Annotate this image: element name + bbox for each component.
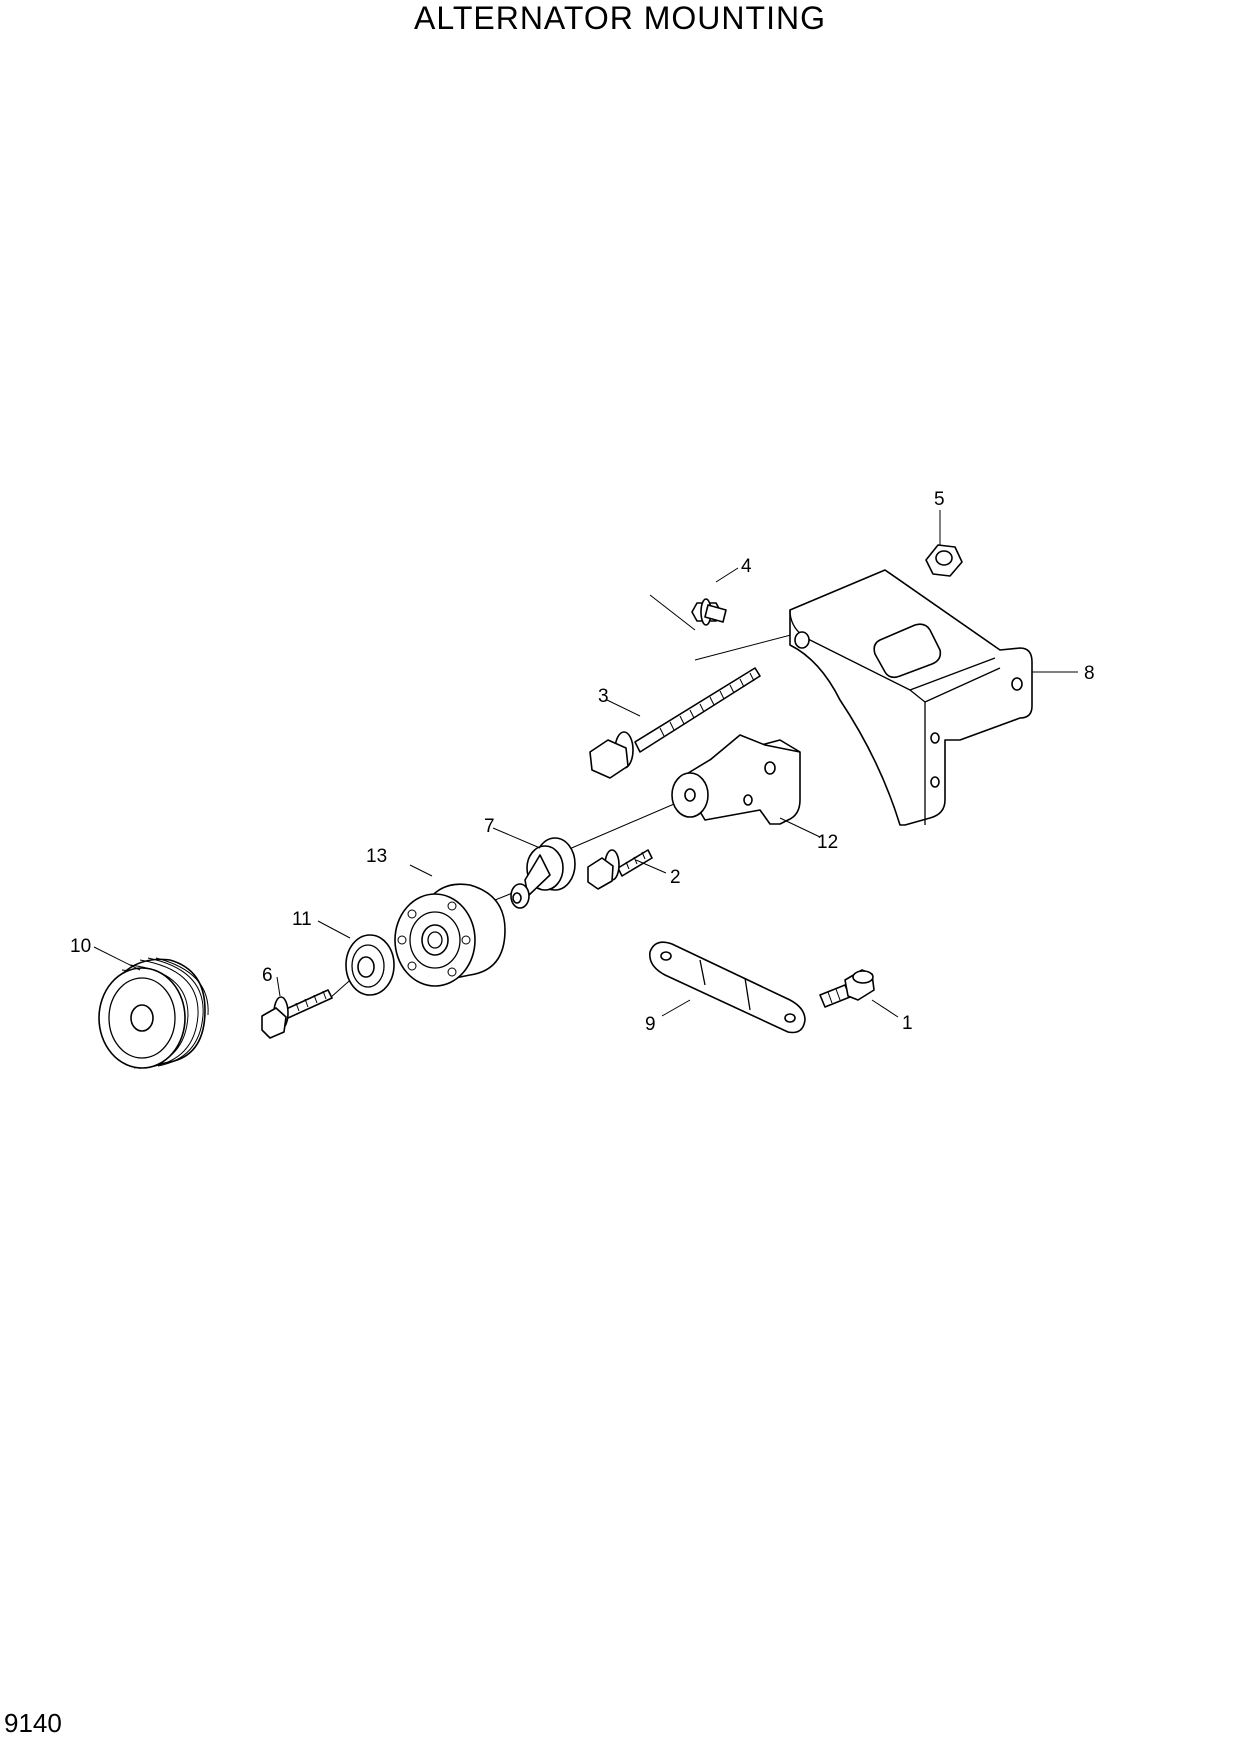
callout-4: 4 <box>741 556 752 577</box>
part-8-mounting-bracket <box>789 569 1033 826</box>
part-6-flange-bolt <box>261 989 333 1039</box>
part-9-adjusting-link <box>648 941 806 1034</box>
part-2-bolt <box>587 849 653 890</box>
callout-labels: 5 4 8 3 12 7 13 2 11 10 6 9 1 <box>70 489 1095 1035</box>
callout-1: 1 <box>902 1013 913 1034</box>
part-7-spacer <box>510 837 576 909</box>
page-number: 9140 <box>4 1708 62 1738</box>
callout-10: 10 <box>70 936 91 957</box>
part-11-washer <box>345 934 395 996</box>
part-10-ribbed-pulley <box>98 957 209 1069</box>
part-5-nut <box>925 544 963 577</box>
part-1-cap-screw <box>819 969 875 1008</box>
part-13-idler-pulley <box>394 883 506 987</box>
callout-6: 6 <box>262 965 273 986</box>
callout-2: 2 <box>670 867 681 888</box>
callout-8: 8 <box>1084 663 1095 684</box>
callout-7: 7 <box>484 816 495 837</box>
page-title: ALTERNATOR MOUNTING <box>414 0 826 36</box>
callout-13: 13 <box>366 846 387 867</box>
callout-9: 9 <box>645 1014 656 1035</box>
part-4-flange-bolt <box>691 598 727 626</box>
callout-3: 3 <box>598 686 609 707</box>
callout-11: 11 <box>292 909 312 930</box>
part-12-idler-bracket <box>671 734 801 825</box>
callout-5: 5 <box>934 489 945 510</box>
callout-12: 12 <box>817 832 838 853</box>
part-3-long-bolt <box>589 667 761 779</box>
callout-leader-lines <box>93 510 1078 1018</box>
